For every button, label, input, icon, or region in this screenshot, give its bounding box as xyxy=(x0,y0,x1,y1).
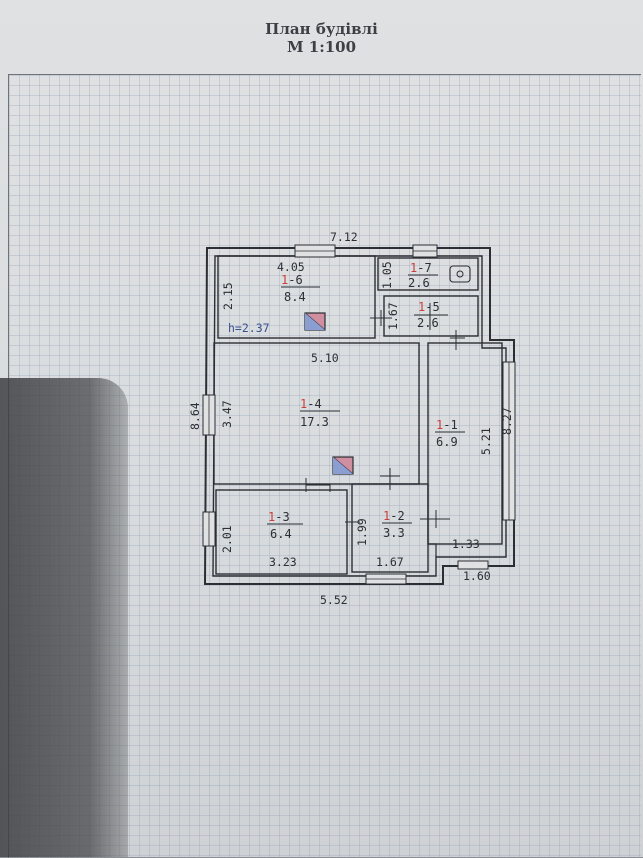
dim-room4-width: 5.10 xyxy=(311,351,339,365)
outer-wall xyxy=(203,247,515,585)
dim-room4-depth: 3.47 xyxy=(220,400,234,428)
plan-title: План будівлі xyxy=(265,20,378,38)
plan-scale: М 1:100 xyxy=(286,38,357,56)
hand-shadow xyxy=(0,378,128,857)
door-room-1 xyxy=(450,330,465,350)
room-1-6-number: 1-6 xyxy=(281,273,303,287)
dim-room1-length: 5.21 xyxy=(479,427,493,455)
outer-wall-inner xyxy=(212,255,507,577)
room-1-2-number: 1-2 xyxy=(383,509,405,523)
room-1-4-area: 17.3 xyxy=(300,415,329,429)
dim-room7-depth: 1.05 xyxy=(380,261,394,289)
door-room-6 xyxy=(370,310,392,326)
room-1-1-number: 1-1 xyxy=(436,418,458,432)
room-1-2-area: 3.3 xyxy=(383,526,405,540)
dim-room5-depth: 1.67 xyxy=(386,302,400,330)
dim-room1-width: 1.33 xyxy=(452,537,480,551)
room-1-1-area: 6.9 xyxy=(436,435,458,449)
dim-bottom-right: 1.60 xyxy=(463,569,491,583)
room-1-4-number: 1-4 xyxy=(300,397,322,411)
room-1-7-number: 1-7 xyxy=(410,261,432,275)
room-1-5-wall xyxy=(383,295,479,337)
dim-ceiling-height: h=2.37 xyxy=(228,321,270,335)
room-1-3-area: 6.4 xyxy=(270,527,292,541)
room-1-7-wall xyxy=(377,257,479,291)
inner-wall-ledge xyxy=(428,543,437,557)
dim-top-width: 7.12 xyxy=(330,230,358,244)
door-room-2b xyxy=(420,510,450,528)
window-bottom-right xyxy=(457,560,489,570)
room-1-3-number: 1-3 xyxy=(268,510,290,524)
dim-room6-depth: 2.15 xyxy=(221,282,235,310)
door-room-4 xyxy=(305,478,331,492)
room-1-7-area: 2.6 xyxy=(408,276,430,290)
room-1-5-number: 1-5 xyxy=(418,300,440,314)
dim-room2-width: 1.67 xyxy=(376,555,404,569)
door-room-3 xyxy=(345,514,360,530)
dim-room3-depth: 2.01 xyxy=(220,525,234,553)
dim-left-total: 8.64 xyxy=(188,402,202,430)
room-1-5-area: 2.6 xyxy=(417,316,439,330)
room-1-3-wall xyxy=(215,489,348,575)
room-1-6-area: 8.4 xyxy=(284,290,306,304)
bath-fixture xyxy=(449,265,471,283)
dim-room2-depth: 1.99 xyxy=(355,518,369,546)
dim-right-total: 8.27 xyxy=(500,407,514,435)
dim-room3-width: 3.23 xyxy=(269,555,297,569)
door-room-2a xyxy=(380,468,400,490)
dim-room6-width: 4.05 xyxy=(277,260,305,274)
room-1-1-wall xyxy=(427,342,503,545)
dim-bottom-width: 5.52 xyxy=(320,593,348,607)
